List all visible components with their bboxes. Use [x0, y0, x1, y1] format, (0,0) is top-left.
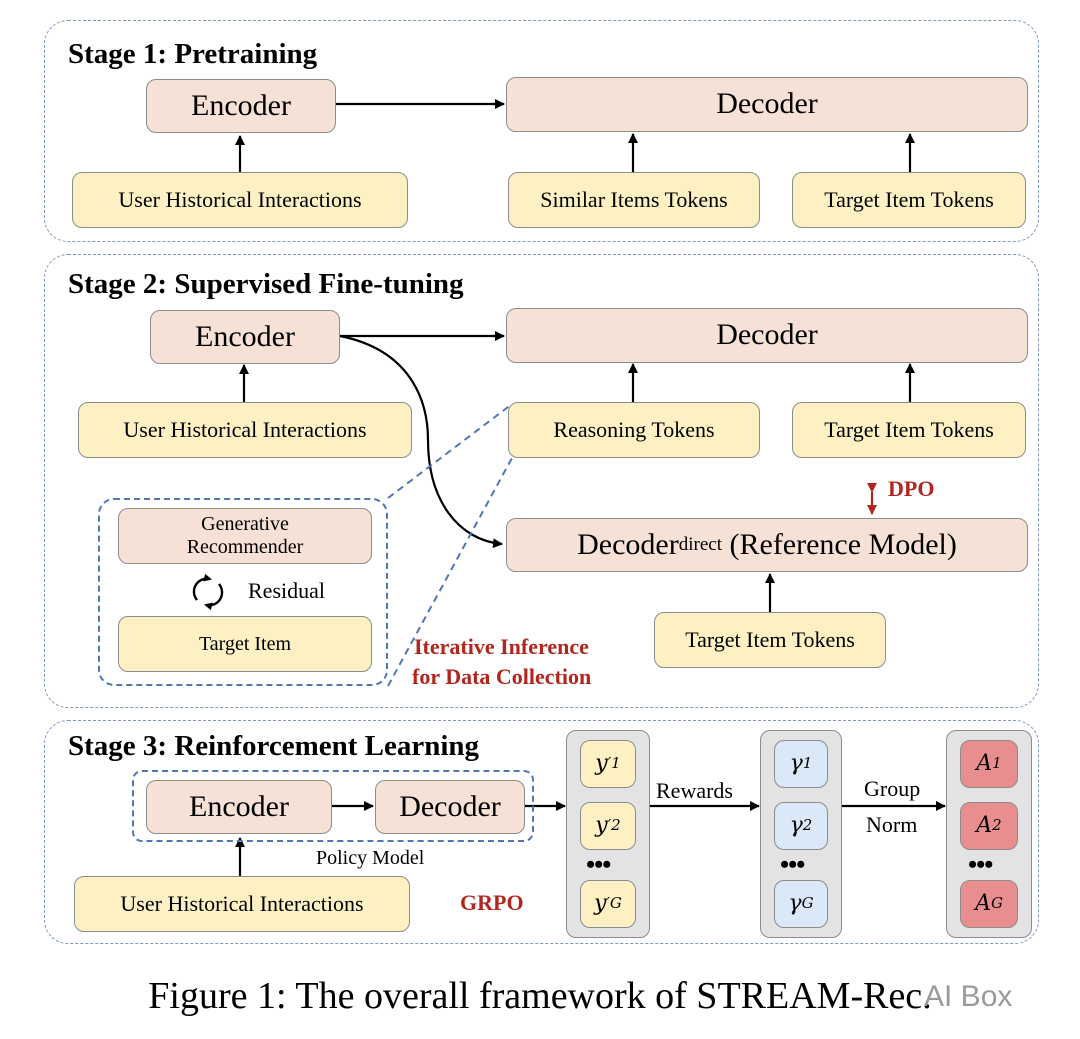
s2-user-history-box: User Historical Interactions [78, 402, 412, 458]
output-item-2: y′2 [580, 802, 636, 850]
output-g-prime: ′ [606, 894, 610, 913]
advantage-g-base: A [975, 891, 991, 917]
gen-rec-line2: Recommender [186, 536, 304, 558]
iterative-inference-inset [98, 498, 388, 686]
stage1-panel [44, 20, 1039, 242]
decoder-direct-subscript: direct [678, 534, 722, 556]
s1-similar-items-box: Similar Items Tokens [508, 172, 760, 228]
s2-reasoning-tokens-box: Reasoning Tokens [508, 402, 760, 458]
reward-2-base: γ [789, 813, 803, 839]
output-g-base: y [594, 891, 607, 917]
advantage-2-sub: 2 [992, 816, 1002, 835]
output-1-base: y [595, 751, 608, 777]
iterative-inference-label-line2: for Data Collection [412, 664, 592, 689]
output-g-sub: G [609, 894, 622, 913]
policy-model-label: Policy Model [316, 847, 425, 869]
s3-encoder-box: Encoder [146, 780, 332, 834]
reward-g-base: γ [788, 891, 802, 917]
rewards-label: Rewards [656, 778, 733, 803]
decoder-direct-suffix: (Reference Model) [722, 527, 957, 561]
s2-encoder-to-decoder-direct-arrow [339, 334, 503, 549]
output-1-sub: 1 [611, 754, 621, 773]
output-1-prime: ′ [607, 754, 612, 773]
zoom-guide-line-top [387, 403, 513, 499]
output-2-prime: ′ [607, 816, 612, 835]
advantage-g-sub: G [990, 894, 1003, 913]
generative-recommender-box: Generative Recommender [118, 508, 372, 564]
outputs-ellipsis: ••• [586, 850, 611, 879]
stage2-panel [44, 254, 1039, 708]
output-2-sub: 2 [611, 816, 621, 835]
decoder-direct-main: Decoder [577, 527, 679, 561]
s2-ref-target-items-box: Target Item Tokens [654, 612, 886, 668]
advantages-ellipsis: ••• [968, 850, 993, 879]
s1-decoder-box: Decoder [506, 77, 1028, 132]
grpo-label: GRPO [460, 890, 524, 915]
s2-decoder-box: Decoder [506, 308, 1028, 363]
stage2-title: Stage 2: Supervised Fine-tuning [68, 268, 464, 300]
reward-1-base: γ [789, 751, 803, 777]
reward-g-sub: G [801, 894, 814, 913]
s1-target-items-box: Target Item Tokens [792, 172, 1026, 228]
stage3-title: Stage 3: Reinforcement Learning [68, 730, 480, 762]
s2-target-items-box: Target Item Tokens [792, 402, 1026, 458]
reward-1-sub: 1 [802, 754, 813, 773]
stage1-title: Stage 1: Pretraining [68, 38, 318, 70]
dpo-label: DPO [888, 476, 935, 501]
s2-encoder-box: Encoder [150, 310, 340, 364]
stage3-panel [44, 720, 1039, 944]
policy-model-group [132, 770, 534, 842]
advantage-2-base: A [976, 813, 993, 839]
zoom-guide-line-bottom [387, 457, 513, 687]
s1-encoder-box: Encoder [146, 79, 336, 133]
advantage-1-base: A [976, 751, 993, 777]
reward-2-sub: 2 [802, 816, 813, 835]
residual-label: Residual [248, 578, 325, 603]
output-item-1: y′1 [580, 740, 636, 788]
gen-rec-line1: Generative [201, 513, 289, 535]
s3-user-history-box: User Historical Interactions [74, 876, 410, 932]
s3-decoder-box: Decoder [375, 780, 525, 834]
cycle-icon [192, 573, 224, 611]
watermark-text: AI Box [924, 980, 1013, 1013]
figure-caption: Figure 1: The overall framework of STREA… [148, 975, 932, 1017]
norm-label: Norm [866, 812, 918, 837]
iterative-inference-label-line1: Iterative Inference [414, 634, 589, 659]
group-label: Group [864, 776, 921, 801]
rewards-ellipsis: ••• [780, 850, 805, 879]
target-item-box: Target Item [118, 616, 372, 672]
advantage-1-sub: 1 [992, 754, 1002, 773]
s1-user-history-box: User Historical Interactions [72, 172, 408, 228]
output-item-g: y′G [580, 880, 636, 928]
output-2-base: y [595, 813, 608, 839]
